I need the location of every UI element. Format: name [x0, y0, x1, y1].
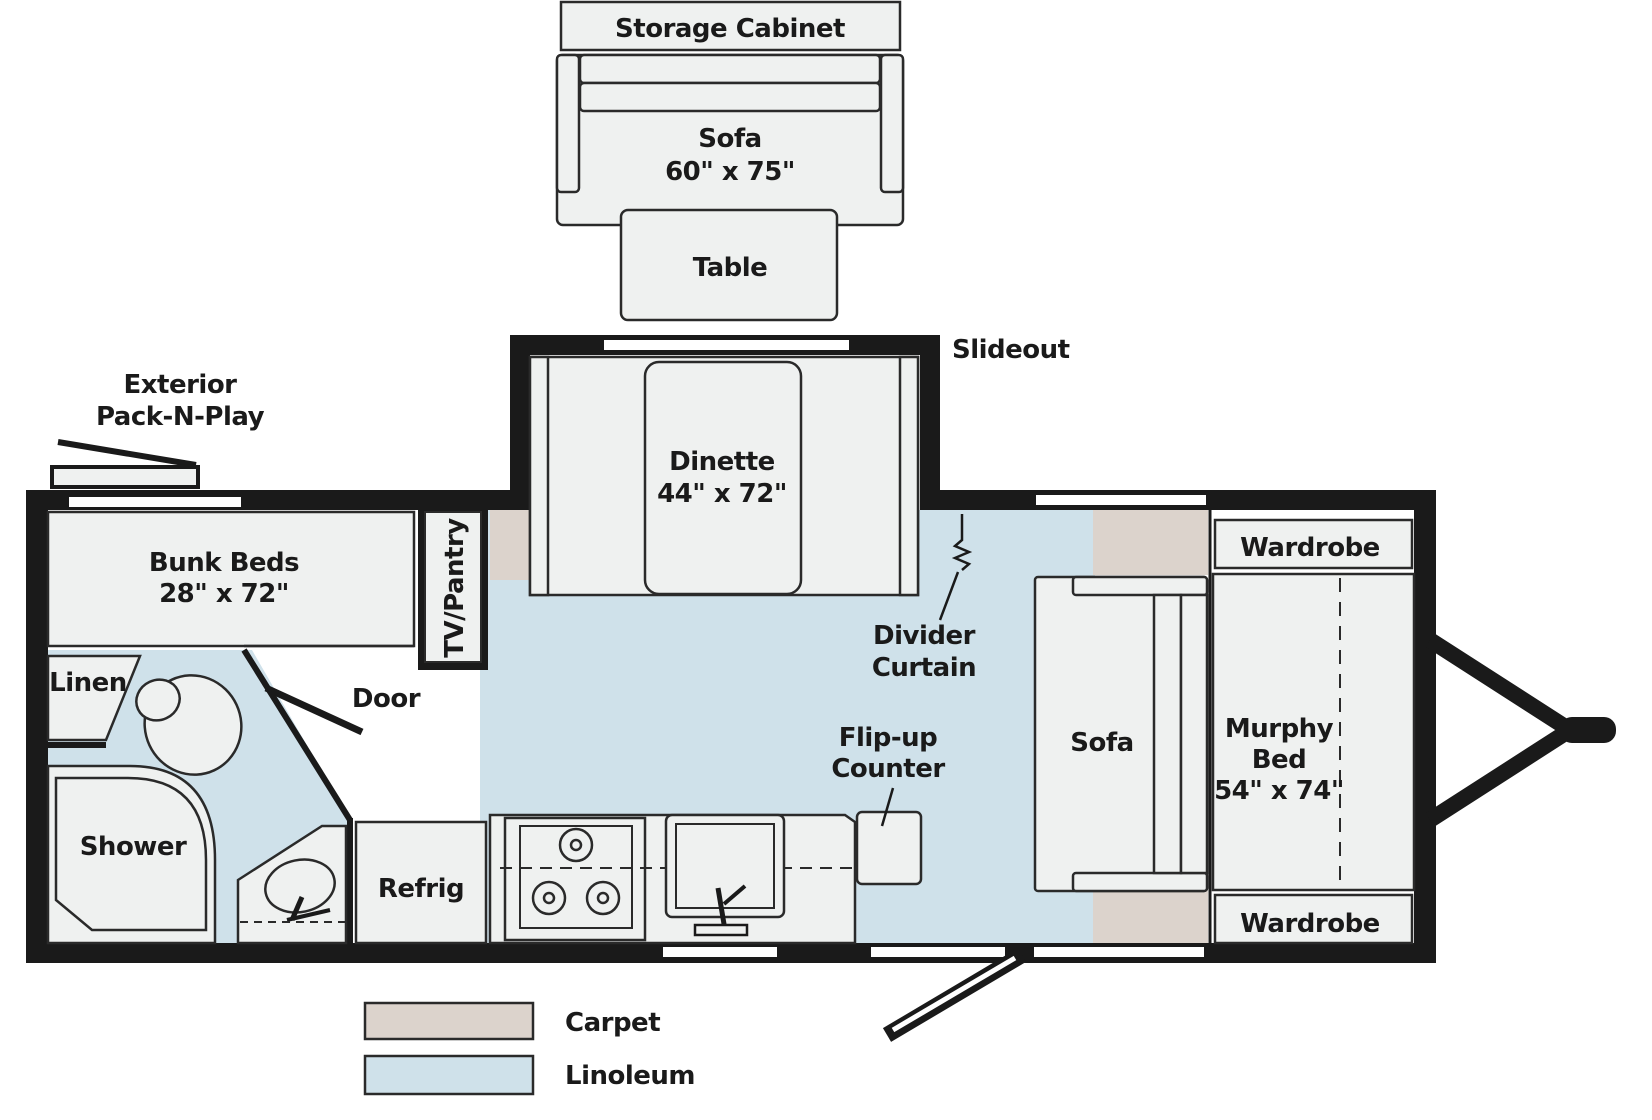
entry-door	[882, 948, 1027, 1042]
legend-label-linoleum: Linoleum	[565, 1061, 695, 1091]
wardrobe-top-label: Wardrobe	[1240, 533, 1380, 563]
bunk-beds-label: Bunk Beds	[149, 548, 299, 578]
refrigerator	[354, 820, 488, 945]
carpet-area-left	[490, 510, 532, 580]
shower-label: Shower	[80, 832, 187, 862]
divider-curtain	[938, 514, 973, 621]
flip-up-label-line2: Counter	[831, 754, 945, 784]
stove-burners	[531, 827, 621, 916]
divider-label-line2: Curtain	[872, 653, 976, 683]
flip-up-counter	[855, 810, 923, 886]
wardrobe-top	[1213, 518, 1414, 570]
exterior-label-line1: Exterior	[123, 370, 237, 400]
bunk-beds	[46, 510, 416, 648]
dinette-label: Dinette	[669, 447, 775, 477]
slideout-sofa	[555, 53, 905, 227]
slideout-label: Slideout	[952, 335, 1070, 365]
flip-up-label-line1: Flip-up	[839, 723, 938, 753]
murphy-bed-size: 54" x 74"	[1214, 776, 1344, 806]
bathroom-door	[264, 684, 364, 736]
slideout-sofa-label: Sofa	[698, 124, 761, 154]
linen-cabinet	[46, 654, 142, 742]
refrigerator-label: Refrig	[378, 874, 464, 904]
bathroom-sink	[236, 824, 348, 945]
exterior-label-line2: Pack-N-Play	[96, 402, 265, 432]
dinette	[528, 355, 920, 597]
exterior-pack-n-play	[50, 439, 200, 489]
front-sofa-label: Sofa	[1070, 728, 1133, 758]
front-sofa	[1033, 575, 1209, 893]
legend: Carpet Linoleum	[363, 1001, 696, 1096]
wardrobe-bottom-label: Wardrobe	[1240, 909, 1380, 939]
murphy-bed-label-line2: Bed	[1252, 745, 1307, 775]
slideout-sofa-size: 60" x 75"	[665, 157, 795, 187]
tv-pantry-label: TV/Pantry	[440, 518, 470, 658]
bunk-beds-size: 28" x 72"	[159, 579, 289, 609]
carpet-area-right-top	[1093, 510, 1208, 575]
slideout-table-label: Table	[693, 253, 768, 283]
storage-cabinet	[559, 0, 902, 52]
trailer-hitch	[1425, 633, 1616, 827]
door-label: Door	[352, 684, 421, 714]
linen-label: Linen	[49, 668, 127, 698]
murphy-bed	[1211, 572, 1416, 892]
wardrobe-bottom	[1213, 893, 1414, 945]
storage-cabinet-label: Storage Cabinet	[615, 14, 845, 44]
divider-label-line1: Divider	[873, 621, 976, 651]
dinette-size: 44" x 72"	[657, 479, 787, 509]
bathroom-walls	[48, 648, 353, 945]
kitchen-sink	[664, 813, 786, 937]
slideout-table	[619, 208, 839, 322]
legend-label-carpet: Carpet	[565, 1008, 660, 1038]
windows	[67, 338, 1208, 959]
legend-swatch-carpet	[363, 1001, 535, 1041]
murphy-bed-label-line1: Murphy	[1225, 714, 1334, 744]
legend-swatch-linoleum	[363, 1054, 535, 1096]
toilet	[135, 674, 243, 776]
